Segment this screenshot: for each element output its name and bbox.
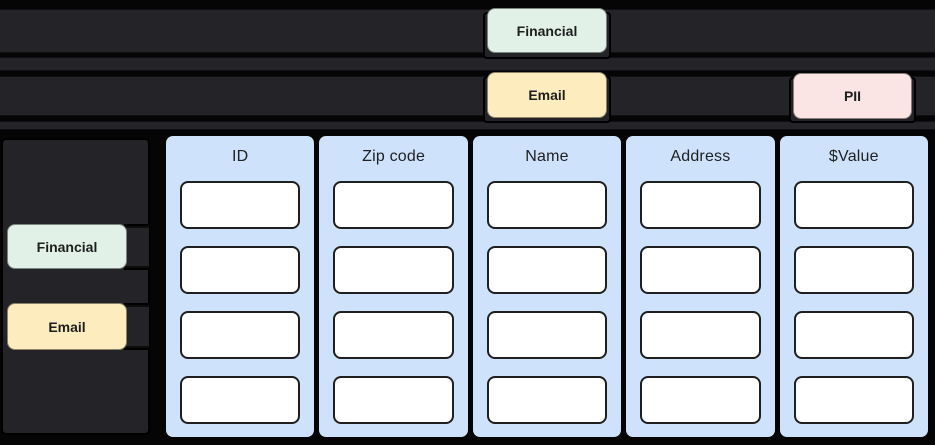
lane-row-financial [0,9,935,53]
data-table: ID Zip code Name [166,136,929,437]
table-cell[interactable] [640,311,761,359]
column-cells [793,181,915,424]
table-cell[interactable] [333,181,454,229]
table-cell[interactable] [486,246,608,294]
table-cell[interactable] [486,181,608,229]
table-cell[interactable] [793,181,915,229]
lane-row-collapsed-1 [0,57,935,71]
table-cell[interactable] [180,246,301,294]
table-column-name: Name [472,136,622,437]
table-cell[interactable] [180,311,301,359]
table-column-address: Address [626,136,775,437]
table-cell[interactable] [180,181,301,229]
table-cell[interactable] [333,376,454,424]
tag-email-row[interactable]: Email [487,72,607,118]
row-stub-email [124,303,149,350]
table-cell[interactable] [793,376,915,424]
table-cell[interactable] [640,376,761,424]
table-cell[interactable] [793,246,915,294]
tag-financial-column[interactable]: Financial [7,224,127,269]
row-stub-financial [124,224,149,270]
table-column-id: ID [166,136,315,437]
tag-financial-row[interactable]: Financial [487,8,607,53]
column-header-name: Name [525,148,569,165]
table-column-zip-code: Zip code [319,136,468,437]
table-cell[interactable] [486,311,608,359]
column-header-address: Address [670,148,731,165]
table-column-value: $Value [779,136,929,437]
collapsed-column-panel [1,138,150,435]
column-cells [180,181,301,424]
table-cell[interactable] [486,376,608,424]
column-cells [640,181,761,424]
table-cell[interactable] [333,311,454,359]
column-cells [333,181,454,424]
table-cell[interactable] [333,246,454,294]
table-cell[interactable] [640,246,761,294]
column-header-value: $Value [828,148,879,165]
column-header-id: ID [232,148,249,165]
lane-row-collapsed-2 [0,121,935,130]
lane-row-email-pii [0,76,935,116]
table-cell[interactable] [793,311,915,359]
tag-pii-row[interactable]: PII [793,73,912,119]
column-header-zip-code: Zip code [362,148,426,165]
table-cell[interactable] [180,376,301,424]
column-cells [486,181,608,424]
table-cell[interactable] [640,181,761,229]
tag-email-column[interactable]: Email [7,303,127,350]
